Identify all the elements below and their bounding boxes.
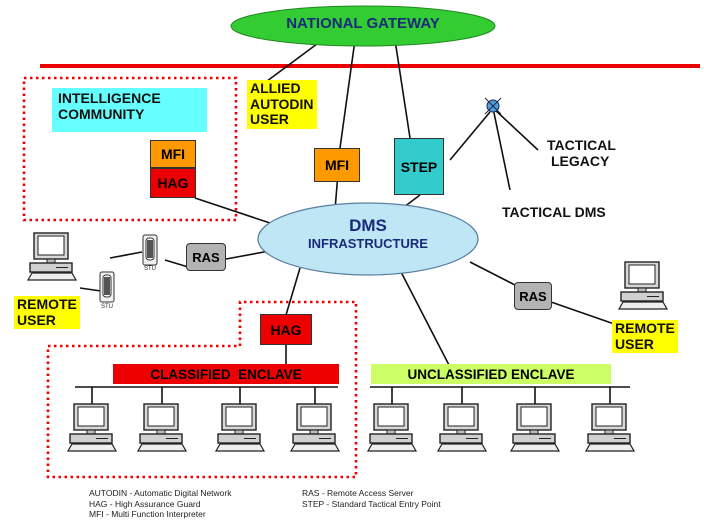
computer-workstation-icon: [215, 403, 265, 452]
allied-line: ALLIED: [250, 80, 301, 96]
legend-hag: HAG - High Assurance Guard: [89, 498, 201, 509]
intelligence-line: INTELLIGENCE: [58, 90, 161, 106]
dms-line: DMS: [349, 216, 387, 235]
remote-user-left-label: REMOTE USER: [14, 296, 80, 330]
classified-enclave-boundary: [46, 300, 358, 479]
hag-bottom-box: HAG: [260, 314, 312, 345]
mfi-center-box: MFI: [314, 148, 360, 182]
remote-user-right-label: REMOTE USER: [612, 320, 678, 354]
legend-right: RAS - Remote Access Server STEP - Standa…: [302, 488, 441, 509]
dms-infrastructure-label: DMS INFRASTRUCTURE: [270, 216, 466, 251]
mfi-left-box: MFI: [150, 140, 196, 168]
user-line: USER: [250, 111, 289, 128]
legend-autodin: AUTODIN - Automatic Digital Network: [89, 488, 232, 498]
remote-line: REMOTE: [615, 320, 675, 336]
remote-line: REMOTE: [17, 296, 77, 312]
tactical-line: TACTICAL: [547, 137, 616, 153]
intelligence-enclave-boundary: [22, 76, 238, 222]
legend-ras: RAS - Remote Access Server: [302, 488, 414, 498]
computer-workstation-icon: [437, 403, 487, 452]
step-box: STEP: [394, 138, 444, 195]
legend-mfi: MFI - Multi Function Interpreter: [89, 509, 206, 520]
legacy-line: LEGACY: [551, 152, 610, 169]
computer-workstation-icon: [290, 403, 340, 452]
secure-telephone-icon: [142, 234, 158, 266]
computer-workstation-icon: [367, 403, 417, 452]
classified-enclave-label: CLASSIFIED ENCLAVE: [113, 364, 339, 384]
stu-bottom-label: STU: [101, 304, 113, 310]
hag-left-box: HAG: [150, 168, 196, 198]
community-line: COMMUNITY: [58, 105, 145, 122]
ras-right-box: RAS: [514, 282, 552, 310]
computer-workstation-icon: [585, 403, 635, 452]
tactical-dms-label: TACTICAL DMS: [502, 204, 606, 220]
ras-left-box: RAS: [186, 243, 226, 271]
computer-workstation-icon: [67, 403, 117, 452]
legend-step: STEP - Standard Tactical Entry Point: [302, 498, 441, 509]
allied-autodin-user-label: ALLIED AUTODIN USER: [247, 80, 317, 130]
computer-workstation-icon: [510, 403, 560, 452]
user-line: USER: [17, 311, 56, 328]
national-gateway-label: NATIONAL GATEWAY: [286, 15, 440, 32]
infrastructure-line: INFRASTRUCTURE: [308, 236, 428, 251]
satellite-icon: [484, 97, 502, 115]
computer-workstation-icon: [137, 403, 187, 452]
national-gateway-node: [230, 5, 496, 47]
dms-infrastructure-node: [257, 202, 479, 276]
unclassified-enclave-label: UNCLASSIFIED ENCLAVE: [371, 364, 611, 384]
secure-telephone-icon: [99, 271, 115, 303]
intelligence-community-label: INTELLIGENCE COMMUNITY: [52, 88, 207, 132]
tactical-legacy-label: TACTICAL LEGACY: [547, 137, 616, 169]
stu-top-label: STU: [144, 266, 156, 272]
legend-left: AUTODIN - Automatic Digital Network HAG …: [89, 488, 232, 520]
computer-workstation-icon: [618, 261, 668, 310]
autodin-line: AUTODIN: [250, 95, 314, 112]
user-line: USER: [615, 335, 654, 352]
computer-workstation-icon: [27, 232, 77, 281]
